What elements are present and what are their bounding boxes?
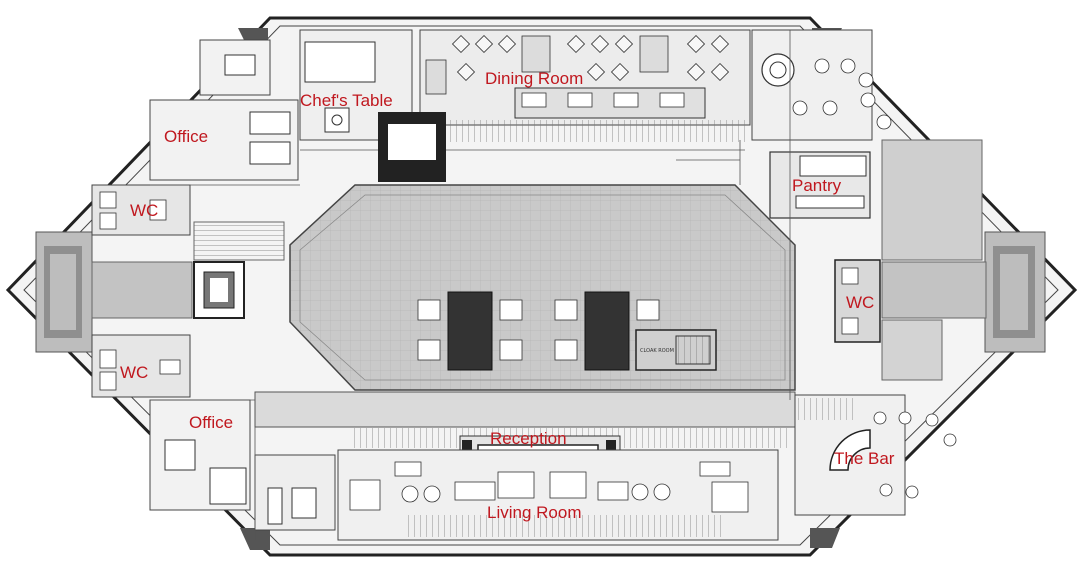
office-bottom-cabinet xyxy=(164,439,196,471)
left-corridor xyxy=(91,261,193,319)
label-dining-room: Dining Room xyxy=(485,69,583,88)
label-the-bar: The Bar xyxy=(834,449,895,468)
chefs-stove xyxy=(324,107,350,133)
label-wc-right: WC xyxy=(846,293,874,312)
building-inner-outline xyxy=(23,25,1059,546)
dining-tables xyxy=(451,34,730,82)
dining-counter-seats xyxy=(521,92,685,108)
wc-left-bottom-stalls xyxy=(99,349,181,391)
label-office-top: Office xyxy=(164,127,208,146)
staircase-well xyxy=(210,278,228,302)
label-chefs-table: Chef's Table xyxy=(300,91,393,110)
central-table-left xyxy=(447,291,493,371)
round-table-large xyxy=(761,53,795,87)
chefs-stove-ring xyxy=(331,114,343,126)
label-wc-left-bottom: WC xyxy=(120,363,148,382)
bar-shelving xyxy=(795,398,855,420)
wall-details xyxy=(150,30,791,540)
central-core xyxy=(289,184,796,391)
office-top-left-desk xyxy=(224,54,256,76)
label-office-bottom: Office xyxy=(189,413,233,432)
office-bottom-desk xyxy=(209,467,247,505)
living-room-hatch xyxy=(405,515,725,537)
office-desk-1 xyxy=(249,111,291,135)
dining-floor-hatch xyxy=(445,120,745,142)
cloak-room-rail xyxy=(675,335,711,365)
lounge-sofa-left xyxy=(267,487,283,525)
top-right-lounge xyxy=(751,29,873,141)
bar-stools xyxy=(873,411,957,499)
label-reception: Reception xyxy=(490,429,567,448)
cloak-room-label: CLOAK ROOM xyxy=(640,348,674,354)
room-labels: Dining Room Chef's Table Office WC Pantr… xyxy=(120,69,895,522)
chefs-table-counter-inner xyxy=(388,124,436,160)
wc-right-stalls xyxy=(841,267,859,335)
right-end-core-inner xyxy=(1000,254,1028,330)
right-side-band-lower xyxy=(881,319,943,381)
right-side-band xyxy=(881,139,983,261)
central-table-right xyxy=(584,291,630,371)
pantry-island xyxy=(795,195,865,209)
label-living-room: Living Room xyxy=(487,503,582,522)
right-corridor xyxy=(881,261,987,319)
living-room-furniture xyxy=(349,461,749,513)
stair-landing-hatch xyxy=(193,221,285,261)
label-pantry: Pantry xyxy=(792,176,842,195)
round-table-large-inner xyxy=(769,61,787,79)
dining-booths xyxy=(425,35,669,95)
central-core-inner xyxy=(299,194,786,381)
pantry-counter xyxy=(799,155,867,177)
left-end-core-inner xyxy=(50,254,76,330)
lounge-table-left xyxy=(291,487,317,519)
wc-left-top-stalls xyxy=(99,191,167,230)
office-desk-2 xyxy=(249,141,291,165)
top-right-tables xyxy=(792,58,892,130)
chefs-table-top xyxy=(304,41,376,83)
column-bottom-right xyxy=(810,528,840,548)
central-tables xyxy=(417,291,660,371)
label-wc-left-top: WC xyxy=(130,201,158,220)
lower-corridor xyxy=(254,391,796,428)
bar-counter xyxy=(829,429,871,471)
